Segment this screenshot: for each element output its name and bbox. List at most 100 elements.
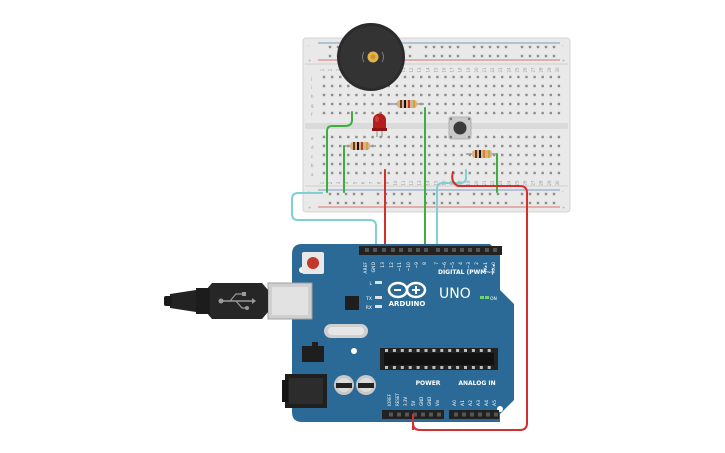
push-button-icon[interactable] bbox=[448, 116, 472, 140]
pin-label: ~6 bbox=[442, 262, 448, 269]
column-number: 2 bbox=[328, 181, 333, 184]
wires[interactable] bbox=[291, 107, 528, 431]
column-number: 14 bbox=[425, 180, 430, 186]
digital-header[interactable] bbox=[359, 246, 502, 255]
row-letter: j bbox=[310, 76, 312, 81]
rail-minus-label: - bbox=[308, 189, 310, 194]
wire-green-buzzer[interactable] bbox=[326, 111, 353, 193]
wire-cyan-pin7[interactable] bbox=[436, 169, 467, 255]
column-number: 5 bbox=[352, 181, 357, 184]
resistor-1[interactable] bbox=[390, 100, 424, 108]
column-number: 23 bbox=[498, 67, 503, 73]
pin-label: A0 bbox=[452, 400, 458, 406]
reset-button[interactable] bbox=[302, 252, 324, 274]
column-number: 21 bbox=[482, 180, 487, 186]
row-letter: e bbox=[311, 136, 314, 141]
column-number: 25 bbox=[514, 180, 519, 186]
power-pin-holes[interactable] bbox=[389, 412, 441, 417]
pin-label: 2 bbox=[474, 262, 480, 265]
column-number: 7 bbox=[369, 181, 374, 184]
resistor-3[interactable] bbox=[466, 150, 497, 158]
pin-label: 8 bbox=[422, 262, 428, 265]
rail-plus-label: + bbox=[308, 205, 311, 210]
analog-pin-holes[interactable] bbox=[454, 412, 498, 417]
column-number: 2 bbox=[328, 68, 333, 71]
column-number: 11 bbox=[401, 67, 406, 73]
column-number: 14 bbox=[425, 67, 430, 73]
row-letter: c bbox=[311, 154, 313, 159]
column-number: 11 bbox=[401, 180, 406, 186]
row-letter: h bbox=[311, 94, 314, 99]
l-led bbox=[375, 281, 382, 284]
pin-label: A5 bbox=[492, 400, 498, 406]
row-letter: g bbox=[311, 103, 314, 108]
column-number: 19 bbox=[466, 67, 471, 73]
column-number: 17 bbox=[450, 67, 455, 73]
pin-label: RESET bbox=[395, 393, 400, 406]
column-number: 3 bbox=[336, 68, 341, 71]
column-number: 19 bbox=[466, 180, 471, 186]
row-letter: d bbox=[311, 145, 314, 150]
analog-header-label: ANALOG IN bbox=[458, 380, 495, 387]
row-letter: b bbox=[311, 163, 314, 168]
column-number: 22 bbox=[490, 180, 495, 186]
pin-label: 5V bbox=[411, 400, 416, 406]
pin-label: 3.3V bbox=[403, 397, 408, 406]
on-led bbox=[480, 296, 484, 299]
column-number: 24 bbox=[506, 67, 511, 73]
rail-plus-label: + bbox=[562, 58, 565, 63]
wire-red-5v[interactable] bbox=[412, 171, 528, 431]
wire-cyan-gnd[interactable] bbox=[291, 192, 377, 255]
column-number: 3 bbox=[336, 181, 341, 184]
usb-chip bbox=[345, 296, 359, 310]
row-letter: a bbox=[311, 172, 314, 177]
resistor-2[interactable] bbox=[344, 142, 376, 150]
row-letter: f bbox=[311, 112, 313, 117]
pin-label: AREF bbox=[363, 262, 369, 274]
pin-label: A2 bbox=[468, 400, 474, 406]
column-number: 26 bbox=[523, 180, 528, 186]
pin-label: IOREF bbox=[387, 393, 392, 406]
pin-label: 12 bbox=[389, 262, 395, 268]
pin-label: GND bbox=[427, 397, 432, 406]
pin-label: ~9 bbox=[414, 262, 420, 269]
column-number: 4 bbox=[344, 181, 349, 184]
column-number: 27 bbox=[531, 180, 536, 186]
pin-label: ~5 bbox=[450, 262, 456, 269]
column-number: 29 bbox=[547, 67, 552, 73]
column-number: 22 bbox=[490, 67, 495, 73]
atmega-chip bbox=[380, 348, 498, 370]
column-number: 28 bbox=[539, 67, 544, 73]
column-number: 10 bbox=[393, 180, 398, 186]
digital-header-label: DIGITAL (PWM~) bbox=[438, 269, 494, 276]
column-number: 23 bbox=[498, 180, 503, 186]
power-pin-labels: IOREF RESET 3.3V 5V GND GND Vin bbox=[387, 393, 440, 406]
pin-label: ~3 bbox=[466, 262, 472, 269]
red-led[interactable] bbox=[372, 113, 387, 138]
usb-plug-icon[interactable] bbox=[164, 282, 313, 320]
column-number: 9 bbox=[385, 181, 390, 184]
column-number: 20 bbox=[474, 180, 479, 186]
column-number: 13 bbox=[417, 67, 422, 73]
pin-label: A1 bbox=[460, 400, 466, 406]
column-number: 12 bbox=[409, 180, 414, 186]
dc-power-jack[interactable] bbox=[282, 374, 327, 408]
tx-led bbox=[375, 296, 382, 299]
column-number: 27 bbox=[531, 67, 536, 73]
column-number: 20 bbox=[474, 67, 479, 73]
infinity-logo-icon bbox=[387, 281, 427, 299]
pin-label: 7 bbox=[434, 262, 440, 265]
column-number: 28 bbox=[539, 180, 544, 186]
column-number: 16 bbox=[442, 67, 447, 73]
column-number: 6 bbox=[361, 181, 366, 184]
column-number: 1 bbox=[320, 68, 325, 71]
power-header-label: POWER bbox=[416, 380, 441, 387]
column-number: 30 bbox=[555, 67, 560, 73]
pin-label: A3 bbox=[476, 400, 482, 406]
rx-led-label: RX bbox=[366, 305, 372, 311]
column-number: 12 bbox=[409, 67, 414, 73]
piezo-buzzer-icon[interactable] bbox=[337, 23, 405, 91]
digital-pin-holes[interactable] bbox=[365, 248, 497, 252]
rail-minus-label: - bbox=[562, 43, 564, 48]
